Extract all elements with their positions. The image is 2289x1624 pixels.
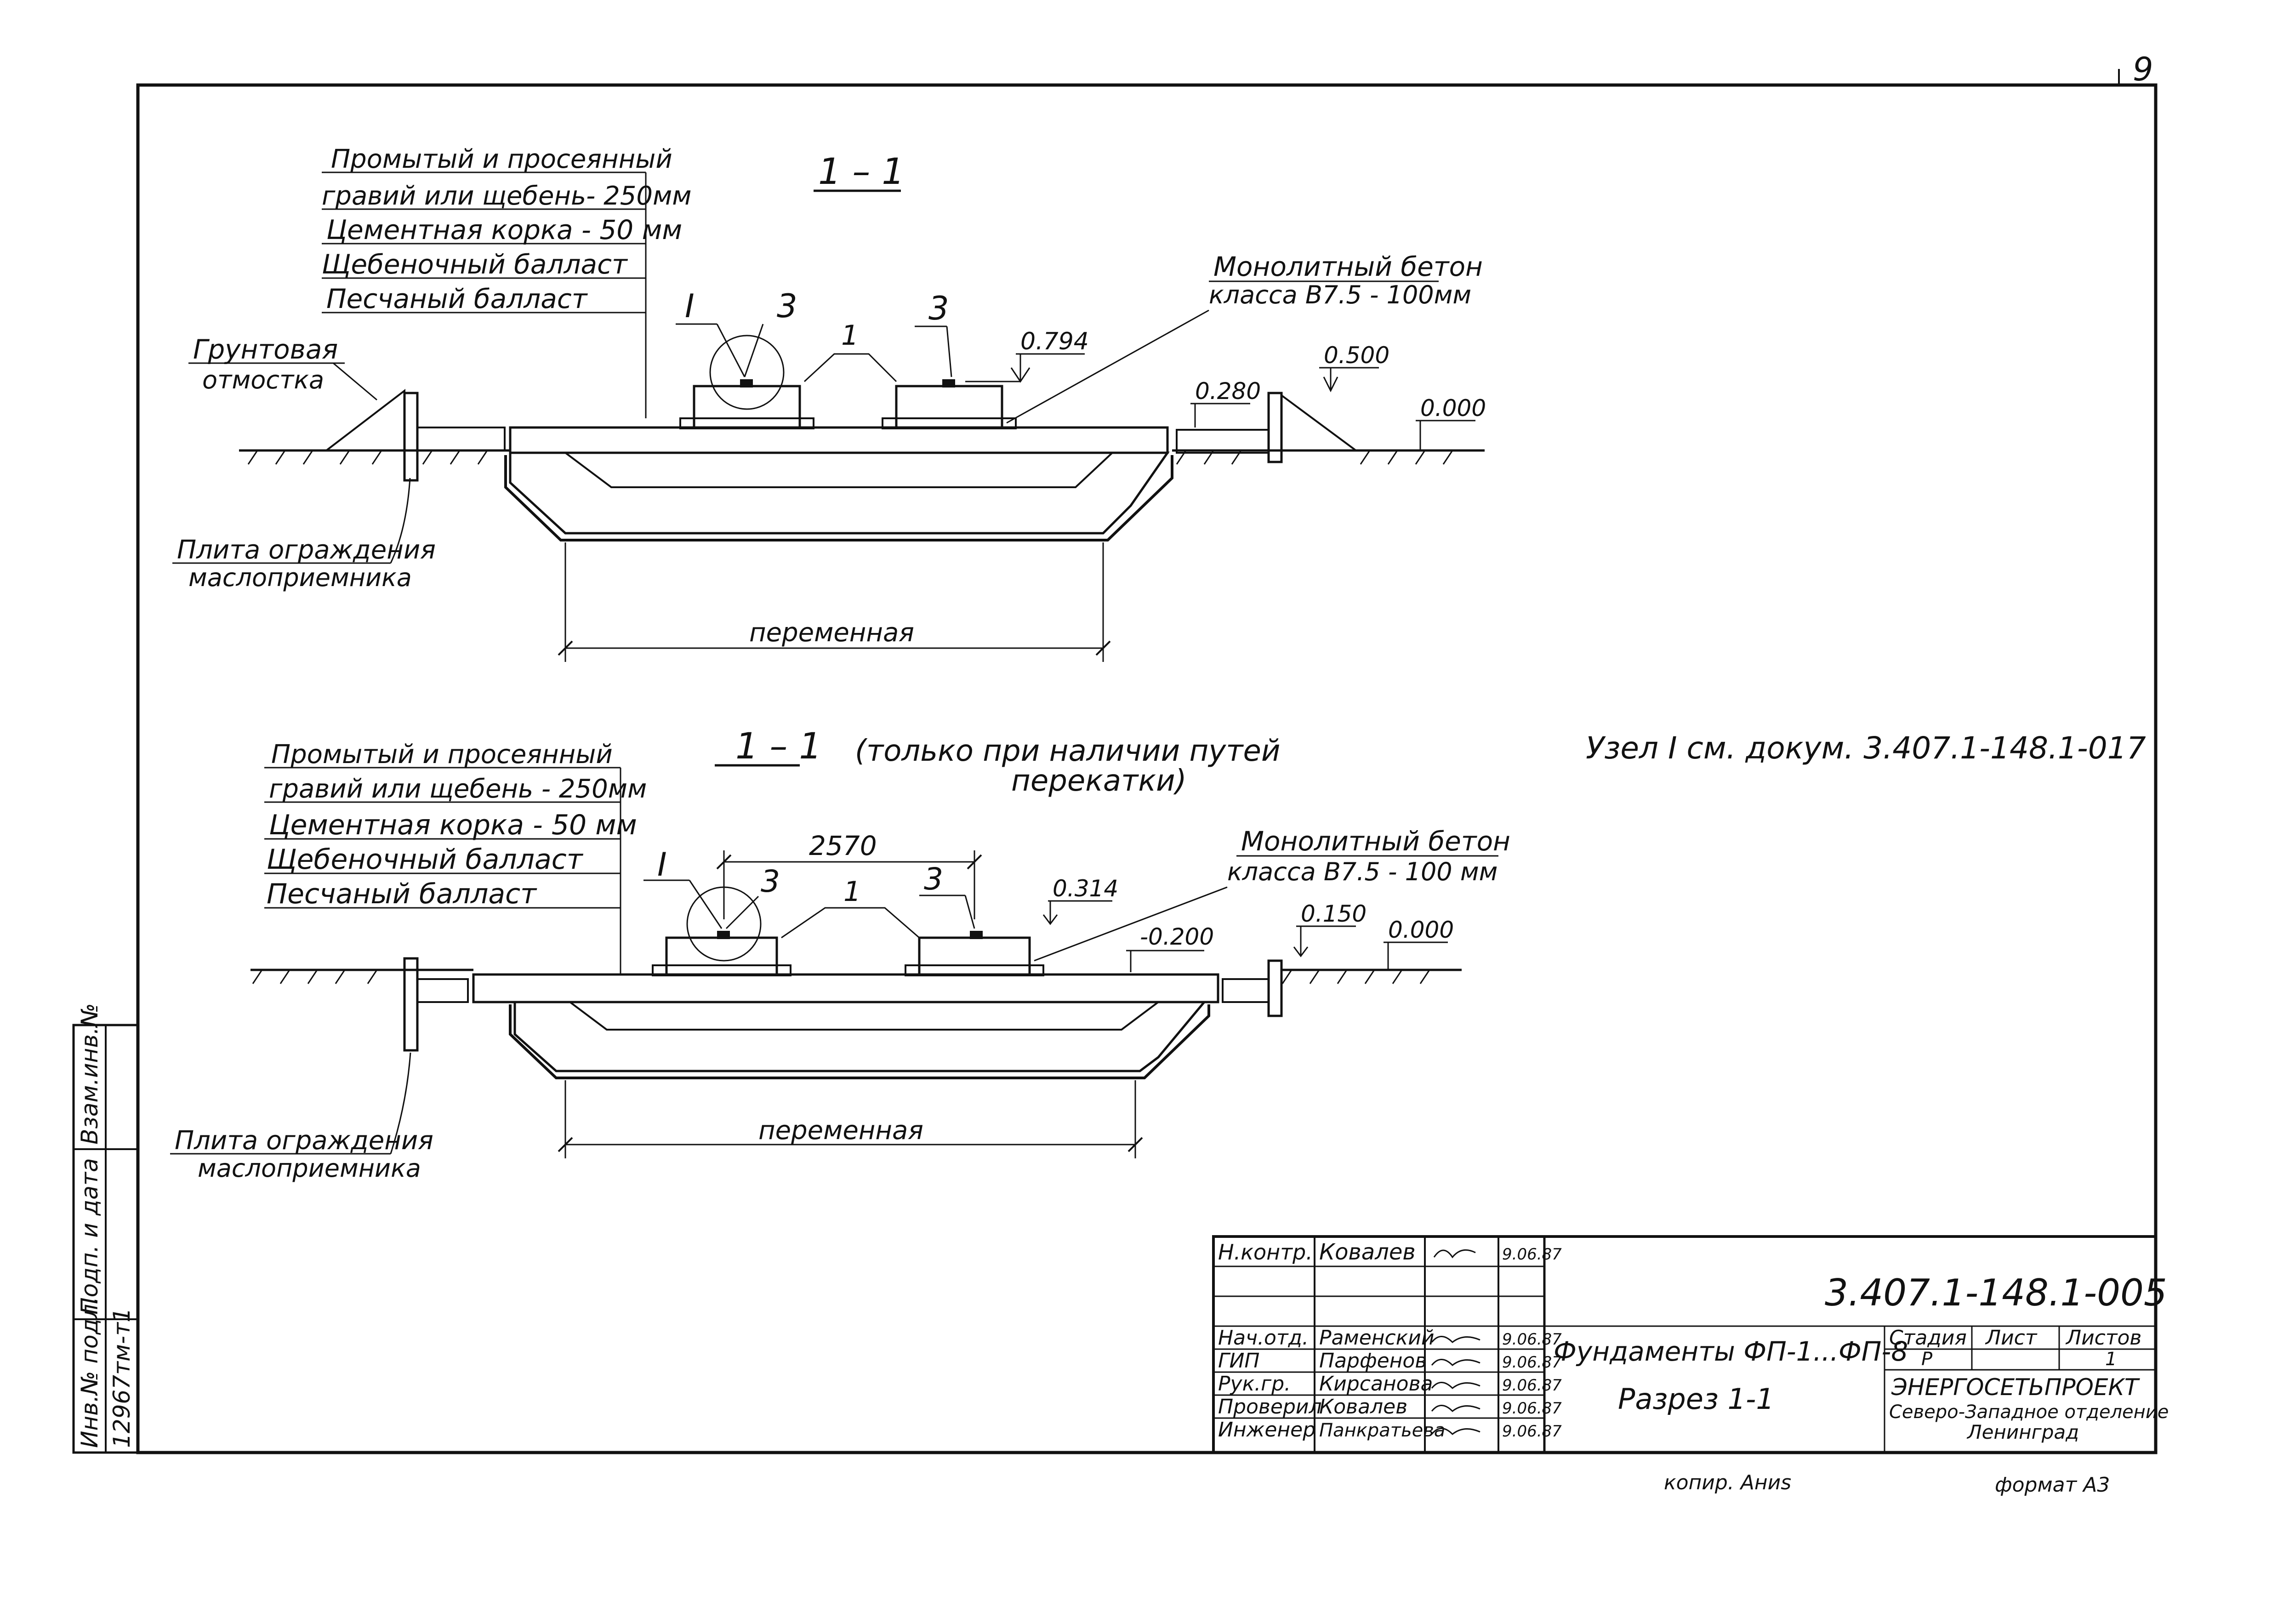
tb-sheets-header: Листов — [2065, 1326, 2141, 1350]
dimension-top: переменная — [749, 618, 914, 648]
note-bottom-2: перекатки) — [1011, 764, 1187, 798]
section-bottom-title: 1 – 1 — [735, 726, 822, 767]
tb-role-2: Нач.отд. — [1218, 1326, 1309, 1350]
tb-name-4: Кирсанова — [1319, 1372, 1433, 1396]
note-bottom-1: (только при наличии путей — [855, 734, 1280, 768]
tb-sheets-value: 1 — [2105, 1349, 2117, 1370]
tb-org-3: Ленинград — [1966, 1421, 2079, 1443]
section-top-title: 1 – 1 — [818, 151, 905, 193]
layer-bottom-2: гравий или щебень - 250мм — [269, 774, 647, 804]
pit-bottom — [472, 973, 1219, 1079]
title-block: Н.контр. Ковалев 9.06.87 Нач.отд. Раменс… — [1212, 1235, 2169, 1454]
tb-date-4: 9.06.87 — [1502, 1376, 1562, 1395]
concrete-top-2: класса В7.5 - 100мм — [1209, 280, 1471, 309]
layer-top-3: Цементная корка - 50 мм — [326, 214, 682, 245]
tb-sign-4 — [1431, 1382, 1480, 1390]
tb-org-2: Северо-Западное отделение — [1889, 1402, 2169, 1423]
tb-doc-code: 3.407.1-148.1-005 — [1825, 1271, 2167, 1314]
tb-date-5: 9.06.87 — [1502, 1399, 1562, 1418]
tb-sign-6 — [1431, 1428, 1480, 1436]
tb-role-4: Рук.гр. — [1218, 1372, 1291, 1396]
pit-top — [504, 426, 1173, 541]
tb-stage-header: Стадия — [1889, 1326, 1967, 1350]
tb-role-5: Проверил — [1218, 1395, 1322, 1419]
plate-bottom-2: маслоприемника — [198, 1154, 421, 1183]
tb-stage-value: Р — [1921, 1349, 1933, 1370]
elev-bottom-d: 0.000 — [1388, 917, 1454, 943]
tb-name-1: Фундаменты ФП-1...ФП-8 — [1554, 1336, 1908, 1367]
stamp-sign: Подп. и дата — [76, 1158, 103, 1315]
tb-date-3: 9.06.87 — [1502, 1353, 1562, 1372]
node-mark-top: I — [685, 287, 695, 325]
tb-name-5: Ковалев — [1319, 1395, 1407, 1419]
concrete-bottom-2: класса В7.5 - 100 мм — [1227, 857, 1498, 886]
ground-label-1: Грунтовая — [193, 334, 338, 365]
layer-top-1: Промытый и просеянный — [331, 144, 672, 174]
node-mark-bottom: I — [657, 846, 667, 883]
format-note: формат А3 — [1995, 1473, 2110, 1497]
page-number: 9 — [2133, 51, 2153, 88]
tb-role-3: ГИП — [1218, 1349, 1260, 1373]
copy-note: копир. Аниѕ — [1664, 1471, 1791, 1494]
layer-bottom-4: Щебеночный балласт — [267, 843, 584, 876]
side-stamp: Инв.№ подл. 12967тм-т1 Подп. и дата Взам… — [72, 1003, 139, 1454]
layer-top-4: Щебеночный балласт — [322, 249, 628, 280]
layer-top-5: Песчаный балласт — [326, 283, 588, 314]
tb-role-6: Инженер — [1218, 1418, 1315, 1442]
mark-1-top: 1 — [841, 319, 859, 352]
elev-top-b: 0.280 — [1195, 378, 1261, 405]
tb-name-2: Разрез 1-1 — [1618, 1382, 1774, 1416]
elev-bottom-a: 0.314 — [1053, 875, 1118, 902]
mark-3-bottom-a: 3 — [761, 864, 780, 899]
tb-date-2: 9.06.87 — [1502, 1330, 1562, 1349]
layer-bottom-1: Промытый и просеянный — [271, 740, 613, 769]
plate-top-2: маслоприемника — [188, 563, 412, 592]
tb-name-3: Парфенов — [1319, 1349, 1427, 1373]
mark-3-bottom-b: 3 — [924, 861, 943, 897]
concrete-top-1: Монолитный бетон — [1213, 251, 1483, 282]
tb-sign-3 — [1431, 1359, 1480, 1367]
layer-bottom-5: Песчаный балласт — [267, 878, 537, 910]
elev-top-c: 0.500 — [1324, 342, 1389, 369]
node-note: Узел I см. докум. 3.407.1-148.1-017 — [1586, 730, 2146, 766]
stamp-vzam: Взам.инв.№ — [76, 1003, 103, 1145]
layer-callout-bottom: Промытый и просеянный гравий или щебень … — [264, 740, 647, 974]
mark-1-bottom: 1 — [843, 876, 861, 908]
plate-top-1: Плита ограждения — [177, 535, 436, 565]
ground-label-2: отмостка — [202, 365, 324, 394]
mark-3-top-a: 3 — [777, 287, 797, 325]
elev-bottom-c: 0.150 — [1301, 900, 1367, 927]
sheet-frame: 9 — [136, 51, 2158, 1454]
tb-name-6: Панкратьева — [1319, 1420, 1445, 1441]
elev-bottom-b: -0.200 — [1140, 923, 1214, 950]
tb-date-6: 9.06.87 — [1502, 1422, 1562, 1441]
stamp-inv: Инв.№ подл. — [76, 1297, 103, 1448]
dimension-bottom: переменная — [758, 1116, 923, 1145]
tb-date-0: 9.06.87 — [1502, 1245, 1562, 1264]
tb-sheet-header: Лист — [1985, 1326, 2038, 1350]
tb-name-0: Ковалев — [1319, 1239, 1416, 1265]
section-bottom: 1 – 1 (только при наличии путей перекатк… — [170, 726, 1510, 1183]
layer-bottom-3: Цементная корка - 50 мм — [269, 809, 637, 841]
elev-top-d: 0.000 — [1420, 395, 1486, 422]
mark-3-top-b: 3 — [928, 290, 949, 327]
tb-sign-5 — [1431, 1405, 1480, 1413]
tb-role-0: Н.контр. — [1218, 1240, 1313, 1265]
span-bottom: 2570 — [809, 830, 877, 861]
elev-top-a: 0.794 — [1020, 328, 1089, 355]
stamp-inv-value: 12967тм-т1 — [108, 1308, 135, 1448]
layer-callout-top: Промытый и просеянный гравий или щебень-… — [322, 144, 691, 418]
layer-top-2: гравий или щебень- 250мм — [322, 181, 691, 211]
concrete-bottom-1: Монолитный бетон — [1241, 826, 1510, 857]
plate-bottom-1: Плита ограждения — [175, 1126, 433, 1156]
tb-org-1: ЭНЕРГОСЕТЬПРОЕКТ — [1891, 1374, 2140, 1401]
tb-sign-0 — [1433, 1249, 1476, 1259]
section-top: 1 – 1 Промытый и просеянный гравий или щ… — [172, 144, 1486, 662]
tb-sign-2 — [1431, 1336, 1480, 1344]
tb-name-2: Раменский — [1319, 1326, 1435, 1350]
